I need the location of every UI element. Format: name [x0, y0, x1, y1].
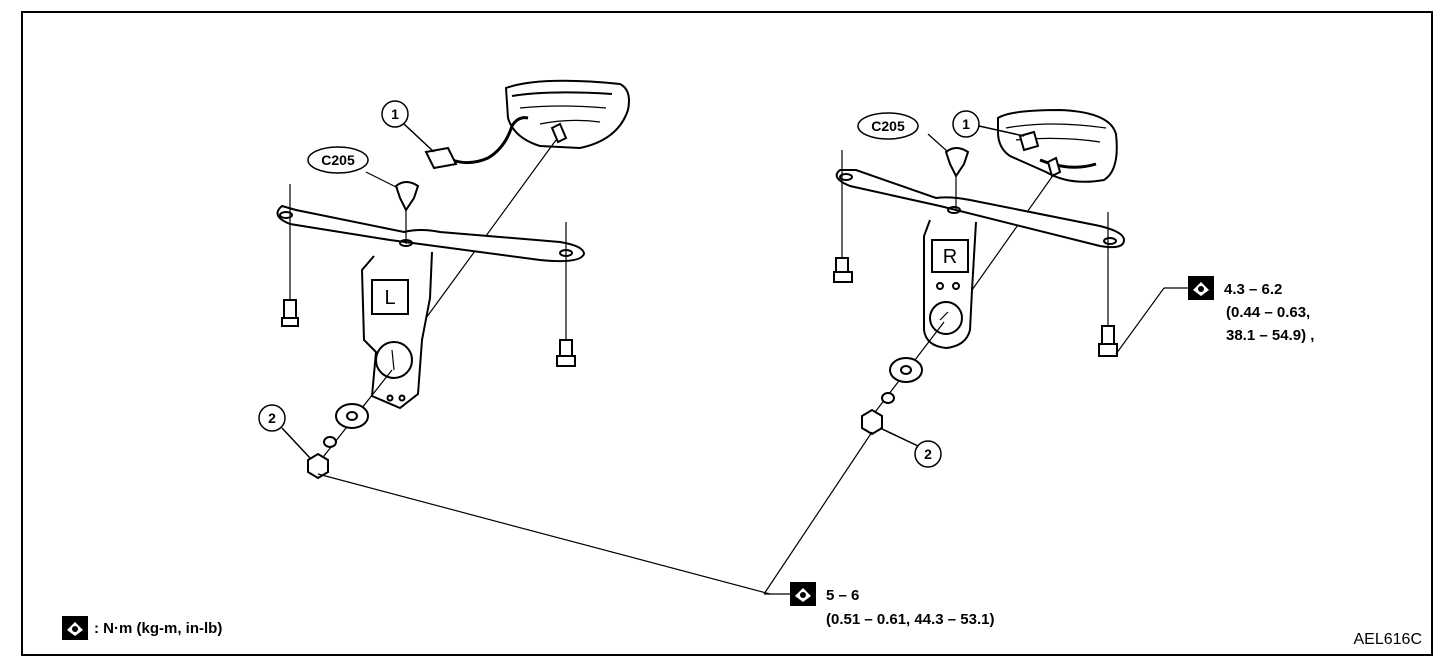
left-callout-1-label: 1 — [391, 106, 399, 122]
left-lamp-bracket — [276, 204, 586, 410]
bolt-torque-line-2: (0.44 – 0.63, — [1226, 304, 1310, 321]
left-fog-lamp-assembly — [276, 79, 630, 480]
left-washer-nut-stack — [307, 369, 393, 480]
right-bolt-b — [1098, 212, 1118, 357]
nut-torque-wrench-icon — [790, 582, 816, 606]
torque-leader-lines — [317, 287, 1188, 595]
legend-torque-wrench-icon — [62, 616, 88, 640]
right-bolt-a — [833, 150, 853, 283]
bolt-torque-line-1: 4.3 – 6.2 — [1224, 281, 1282, 298]
right-connector-clip — [927, 133, 970, 210]
left-fog-lamp — [409, 79, 630, 341]
left-callout-2-circle — [258, 404, 286, 432]
left-bolt-b — [556, 222, 576, 367]
right-fog-lamp — [971, 108, 1118, 291]
left-connector-clip — [365, 171, 420, 244]
legend-text: : N·m (kg-m, in-lb) — [94, 620, 222, 637]
left-callout-1-circle — [381, 100, 409, 128]
right-lamp-bracket — [835, 169, 1126, 350]
right-fog-lamp-assembly — [833, 108, 1126, 436]
left-callout-c205-ellipse — [307, 146, 369, 174]
bolt-torque-wrench-icon — [1188, 276, 1214, 300]
nut-torque-line-1: 5 – 6 — [826, 587, 859, 604]
right-washer-nut-stack — [861, 321, 945, 436]
right-callout-2-label: 2 — [924, 446, 932, 462]
nut-torque-line-2: (0.51 – 0.61, 44.3 – 53.1) — [826, 611, 994, 628]
left-bracket-mark: L — [384, 287, 395, 309]
right-callout-2-circle — [914, 440, 942, 468]
right-callout-c205-ellipse — [857, 112, 919, 140]
diagram-frame — [21, 11, 1433, 656]
right-bracket-mark: R — [943, 246, 957, 268]
left-callout-c205-label: C205 — [321, 152, 355, 168]
left-callout-2-label: 2 — [268, 410, 276, 426]
left-bolt-a — [281, 184, 299, 327]
diagram-id: AEL616C — [1354, 631, 1423, 648]
right-callout-c205-label: C205 — [871, 118, 905, 134]
bolt-torque-line-3: 38.1 – 54.9) , — [1226, 327, 1314, 344]
right-callout-1-label: 1 — [962, 116, 970, 132]
right-callout-1-circle — [952, 110, 980, 138]
